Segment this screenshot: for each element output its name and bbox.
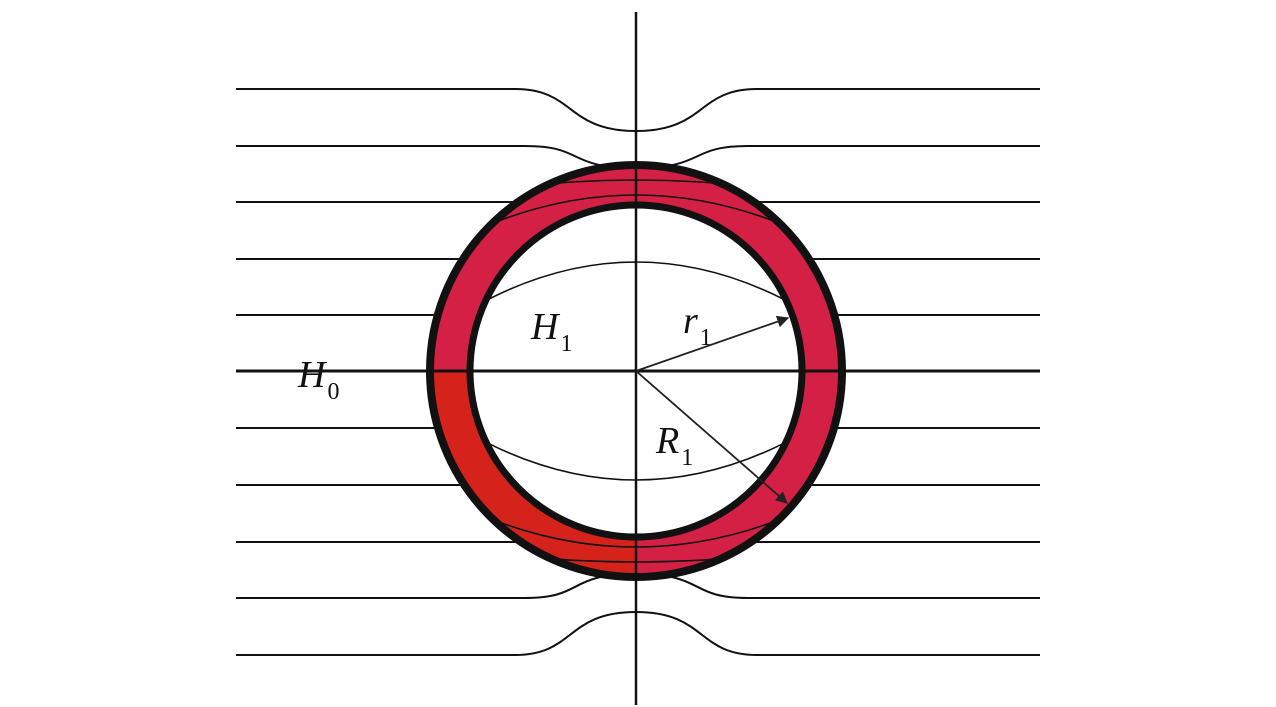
shell-lower-left-segment <box>430 371 636 577</box>
outer-radius-subscript: 1 <box>681 445 694 471</box>
inner-radius-arrow <box>635 315 790 372</box>
external-field-label: H0 <box>298 356 339 404</box>
internal-field-label: H1 <box>531 308 572 356</box>
field-line <box>236 88 1040 133</box>
inner-radius-label: r1 <box>683 302 712 350</box>
external-field-symbol: H <box>298 354 326 396</box>
outer-radius-label: R1 <box>656 422 693 470</box>
inner-radius-subscript: 1 <box>699 325 712 351</box>
external-field-subscript: 0 <box>327 379 340 405</box>
inner-radius-symbol: r <box>683 300 698 342</box>
internal-field-subscript: 1 <box>560 331 573 357</box>
field-line <box>236 610 1040 656</box>
internal-field-symbol: H <box>531 306 559 348</box>
outer-radius-symbol: R <box>656 420 680 462</box>
outer-radius-arrow <box>635 370 788 504</box>
